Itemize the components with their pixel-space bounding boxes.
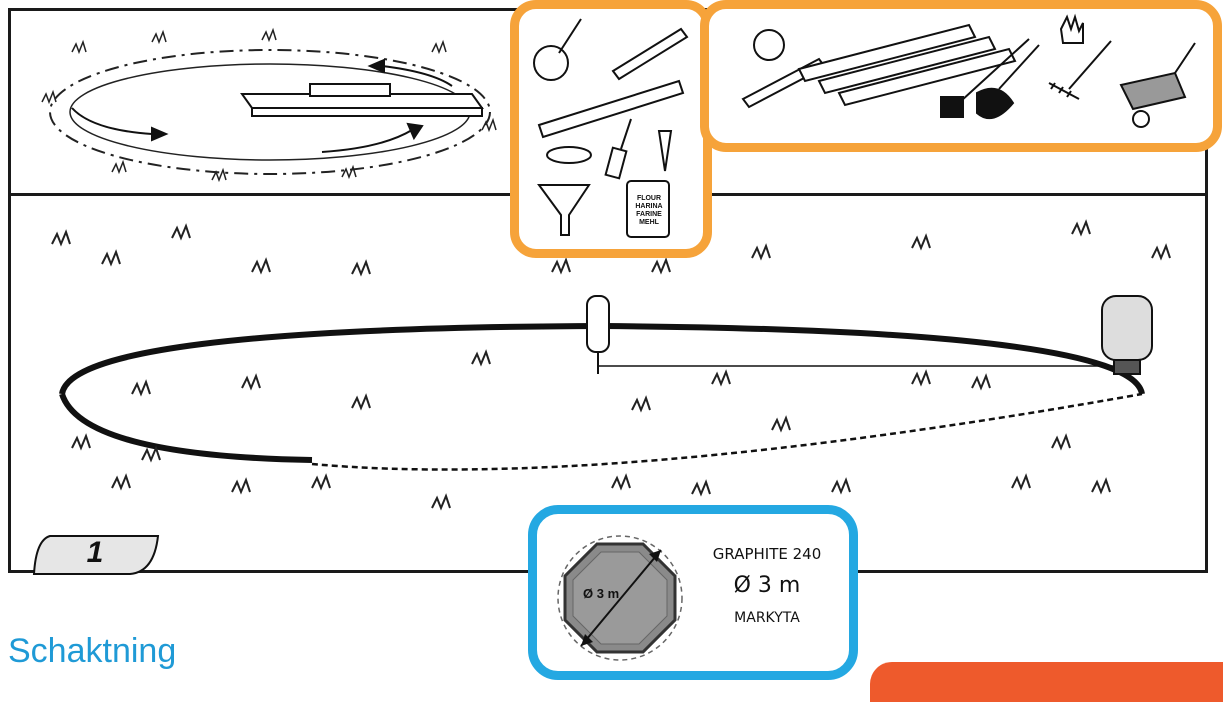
gloves-icon bbox=[1061, 17, 1083, 43]
panel-divider bbox=[8, 193, 518, 196]
pool-diameter-label: Ø 3 m bbox=[583, 586, 619, 601]
string-icon bbox=[547, 147, 591, 163]
pool-text-group: GRAPHITE 240 Ø 3 m MARKYTA bbox=[687, 539, 847, 626]
panel-divider-right bbox=[700, 193, 1208, 196]
funnel-icon bbox=[539, 185, 589, 235]
screwdriver-icon bbox=[621, 119, 631, 149]
leveling-panel bbox=[12, 12, 512, 192]
small-tools-box: FLOUR HARINA FARINE MEHL bbox=[510, 0, 712, 258]
leveling-illustration bbox=[12, 12, 512, 192]
pool-octagon-icon bbox=[545, 518, 695, 668]
large-tools-illustration bbox=[709, 9, 1213, 143]
pool-model: GRAPHITE 240 bbox=[687, 545, 847, 563]
rake-icon bbox=[1069, 41, 1111, 89]
corner-tab bbox=[870, 662, 1223, 702]
tape-measure-icon bbox=[754, 30, 784, 60]
pool-diameter: Ø 3 m bbox=[687, 573, 847, 598]
pool-info-box: Ø 3 m GRAPHITE 240 Ø 3 m MARKYTA bbox=[528, 505, 858, 680]
wheelbarrow-icon bbox=[1121, 73, 1185, 109]
flour-bag-label: FLOUR HARINA FARINE MEHL bbox=[629, 195, 669, 227]
large-tools-box bbox=[700, 0, 1222, 152]
stake-icon bbox=[659, 131, 671, 171]
step-number: 1 bbox=[30, 536, 160, 570]
level-icon bbox=[613, 29, 687, 79]
pool-subtitle: MARKYTA bbox=[687, 610, 847, 626]
roller-icon bbox=[534, 46, 568, 80]
step-badge: 1 bbox=[30, 532, 160, 578]
small-tools-illustration bbox=[519, 9, 703, 249]
section-title: Schaktning bbox=[8, 632, 176, 671]
board-icon bbox=[539, 81, 683, 137]
